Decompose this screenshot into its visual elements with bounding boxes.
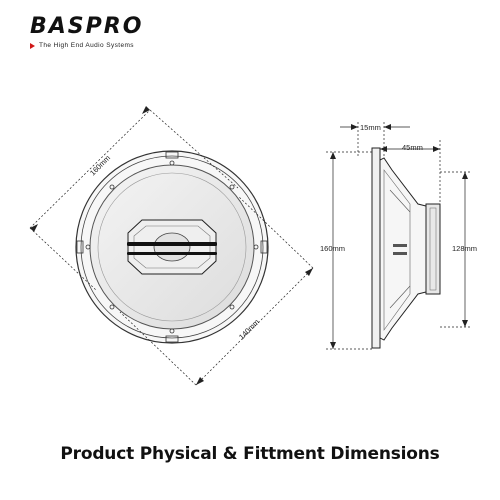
brand-tagline: The High End Audio Systems: [39, 42, 134, 49]
side-flange: [371, 147, 381, 349]
front-dimension-160: [29, 106, 239, 291]
side-basket: [379, 157, 427, 341]
tweeter-bar-top: [127, 242, 217, 246]
front-dimension-160-label: 160mm: [88, 153, 112, 177]
red-triangle-icon: [30, 42, 35, 49]
side-dimension-45-label: 45mm: [402, 143, 423, 152]
side-dimension-45: [380, 140, 441, 202]
side-dimension-160: [326, 151, 372, 350]
mounting-tabs: [76, 151, 268, 343]
side-dimension-15: [340, 122, 410, 158]
brand-tagline-row: The High End Audio Systems: [30, 42, 210, 49]
front-dimension-140: [119, 195, 314, 386]
speaker-front-view: 160mm 140mm: [29, 106, 314, 386]
speaker-frame-ring: [80, 155, 264, 339]
brand-logo: BASPRO: [30, 14, 144, 39]
tweeter-bridge: [127, 219, 217, 275]
speaker-side-view: 15mm 45mm 160mm 128mm: [320, 122, 477, 350]
tweeter-bar-bottom: [127, 252, 217, 255]
brand-logo-block: BASPRO The High End Audio Systems: [30, 16, 210, 49]
side-magnet: [425, 203, 441, 295]
tweeter-dome: [153, 232, 191, 262]
diagram-caption: Product Physical & Fittment Dimensions: [60, 444, 440, 464]
side-dimension-128-label: 128mm: [452, 244, 477, 253]
speaker-cone-inner: [97, 172, 247, 322]
front-dimension-140-label: 140mm: [237, 317, 261, 341]
side-dimension-15-label: 15mm: [360, 123, 381, 132]
side-dimension-128: [440, 171, 470, 328]
side-dimension-160-label: 160mm: [320, 244, 345, 253]
